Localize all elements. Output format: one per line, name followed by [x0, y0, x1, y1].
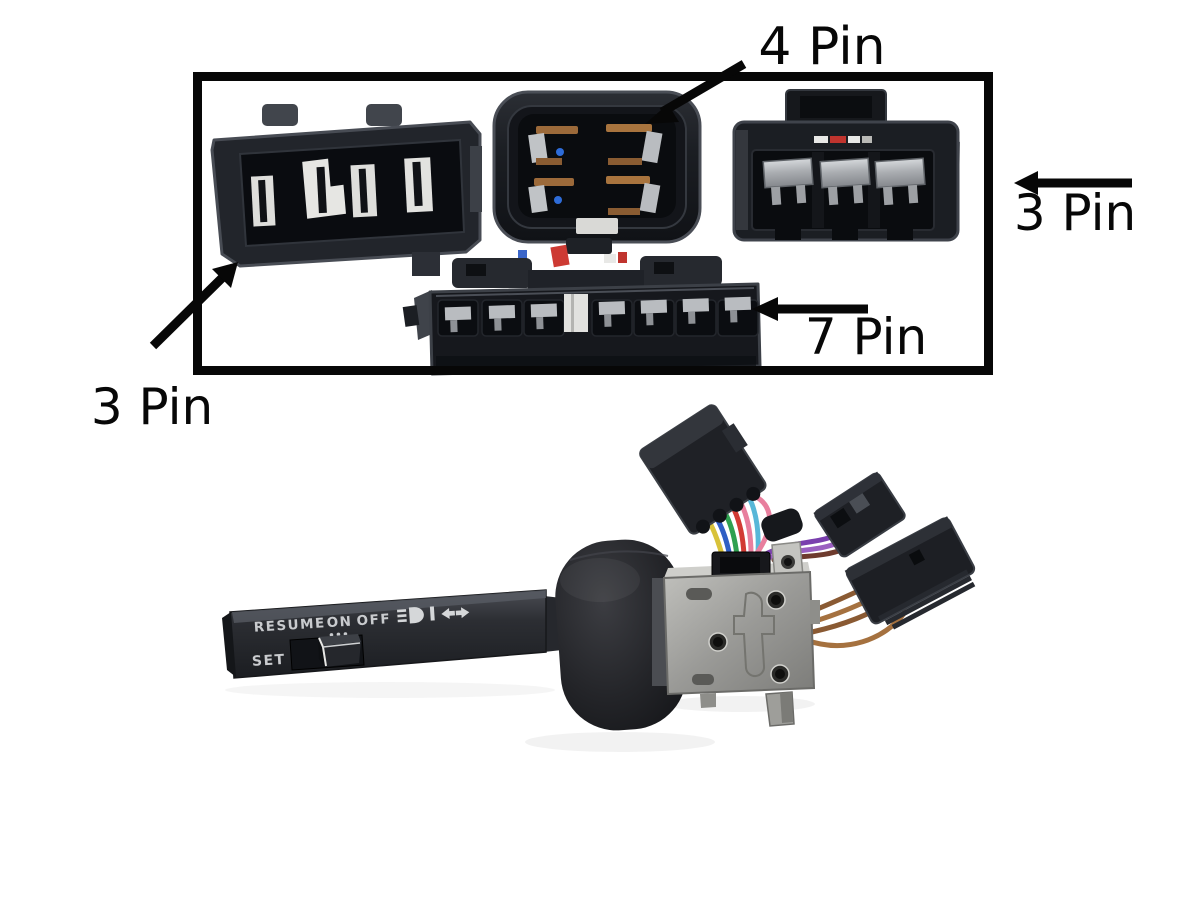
switch-metal-body [652, 541, 820, 727]
annotation-arrows [149, 60, 1132, 350]
headlight-icon [397, 607, 424, 624]
connector-3-pin-left-photo [210, 104, 482, 276]
silver-terminals [762, 157, 926, 206]
annotation-box [193, 72, 993, 375]
polarizing-key [564, 294, 588, 332]
switch-stalk: RESUME ON OFF SET [222, 589, 547, 679]
connector-4-pin-photo [492, 90, 702, 254]
stalk-label-off: OFF [356, 611, 391, 629]
rubber-cap [761, 508, 803, 542]
stalk-label-resume: RESUME [253, 615, 326, 635]
label-3-pin-left: 3 Pin [91, 378, 213, 436]
label-4-pin: 4 Pin [758, 17, 885, 77]
polarity-stripe [814, 136, 872, 143]
arrow-4-pin [645, 60, 747, 124]
brass-terminals [528, 124, 663, 215]
position-light-icon [429, 606, 435, 621]
harness-connector-c [844, 516, 976, 630]
label-7-pin: 7 Pin [805, 308, 927, 366]
harness-connector-b [813, 471, 906, 558]
stalk-label-on: ON [326, 614, 353, 632]
arrow-3-pin-left [149, 262, 238, 350]
keyhole-emboss [733, 591, 775, 677]
blade-slots [250, 157, 433, 227]
connector-7-pin-photo [402, 244, 762, 376]
slider-switch [289, 634, 365, 671]
stalk-label-set: SET [252, 652, 287, 670]
turn-signal-arrows-icon [441, 607, 470, 619]
harness-connector-a [639, 404, 767, 535]
arrow-3-pin-right [1014, 171, 1132, 195]
arrow-7-pin [752, 297, 868, 321]
connector-3-pin-right-photo [732, 89, 960, 242]
terminal-bays [437, 294, 759, 337]
label-3-pin-right: 3 Pin [1014, 184, 1136, 242]
screw-holes [708, 590, 790, 684]
